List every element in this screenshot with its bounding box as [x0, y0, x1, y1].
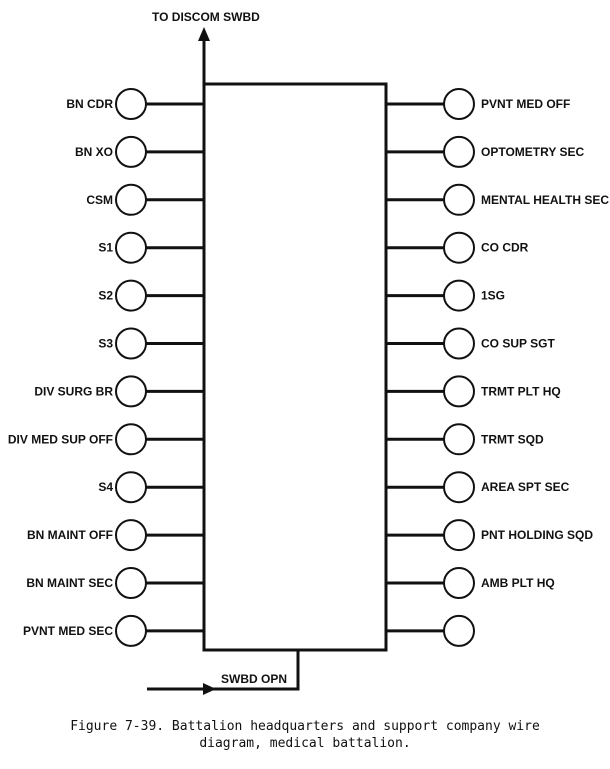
left-terminal: BN MAINT OFF	[27, 519, 204, 552]
terminal-label: 1SG	[481, 289, 505, 303]
terminal-label: BN MAINT SEC	[26, 576, 113, 590]
caption-line-1: Figure 7-39. Battalion headquarters and …	[70, 719, 540, 734]
terminal-label: S3	[98, 337, 113, 351]
terminal-label: AREA SPT SEC	[481, 480, 570, 494]
terminal-circle	[443, 519, 475, 552]
terminal-circle	[115, 279, 147, 312]
wire-diagram: TO DISCOM SWBD SWBD OPN BN CDR BN XO CSM S1…	[8, 10, 609, 695]
terminal-label: DIV SURG BR	[34, 384, 113, 398]
terminal-circle	[443, 327, 475, 360]
terminal-circle	[443, 231, 475, 264]
caption-line-2: diagram, medical battalion.	[199, 736, 411, 751]
terminal-circle	[443, 375, 475, 408]
right-terminal: PVNT MED OFF	[386, 88, 570, 120]
terminal-label: BN XO	[75, 145, 113, 159]
terminal-label: OPTOMETRY SEC	[481, 145, 584, 159]
terminal-label: TRMT PLT HQ	[481, 384, 561, 398]
right-terminal: AMB PLT HQ	[386, 567, 555, 599]
terminal-label: TRMT SQD	[481, 432, 544, 446]
terminal-circle	[443, 471, 475, 504]
left-terminal: S2	[98, 279, 204, 312]
left-terminal: BN MAINT SEC	[26, 567, 204, 599]
terminal-circle	[115, 614, 147, 647]
left-terminal: S4	[98, 471, 204, 504]
terminal-circle	[443, 567, 475, 599]
terminal-label: PVNT MED OFF	[481, 97, 570, 111]
terminal-label: S4	[98, 480, 113, 494]
terminal-label: BN MAINT OFF	[27, 528, 113, 542]
terminal-circle	[443, 135, 475, 168]
terminal-label: PVNT MED SEC	[23, 624, 113, 638]
right-terminal: TRMT SQD	[386, 423, 544, 456]
bottom-label: SWBD OPN	[221, 672, 287, 686]
terminal-circle	[115, 567, 147, 599]
terminal-circle	[115, 519, 147, 552]
terminal-label: BN CDR	[66, 97, 113, 111]
right-terminals: PVNT MED OFF OPTOMETRY SEC MENTAL HEALTH S…	[386, 88, 609, 647]
top-label: TO DISCOM SWBD	[152, 10, 260, 24]
right-terminal: CO CDR	[386, 231, 529, 264]
terminal-label: MENTAL HEALTH SEC	[481, 193, 609, 207]
terminal-circle	[115, 471, 147, 504]
right-terminal	[386, 614, 475, 647]
terminal-circle	[443, 614, 475, 647]
terminal-label: CO CDR	[481, 241, 529, 255]
terminal-circle	[443, 88, 475, 120]
right-terminal: MENTAL HEALTH SEC	[386, 183, 609, 216]
terminal-circle	[115, 375, 147, 408]
terminal-circle	[115, 135, 147, 168]
left-terminal: DIV SURG BR	[34, 375, 204, 408]
terminal-circle	[115, 183, 147, 216]
terminal-label: CSM	[86, 193, 113, 207]
left-terminal: S1	[98, 231, 204, 264]
terminal-label: DIV MED SUP OFF	[8, 432, 113, 446]
terminal-label: S1	[98, 241, 113, 255]
terminal-circle	[443, 279, 475, 312]
terminal-circle	[443, 183, 475, 216]
right-terminal: 1SG	[386, 279, 505, 312]
terminal-label: CO SUP SGT	[481, 337, 555, 351]
terminal-label: S2	[98, 289, 113, 303]
terminal-circle	[115, 423, 147, 456]
terminal-circle	[443, 423, 475, 456]
left-terminal: BN XO	[75, 135, 204, 168]
left-terminal: DIV MED SUP OFF	[8, 423, 204, 456]
right-terminal: AREA SPT SEC	[386, 471, 570, 504]
terminal-circle	[115, 231, 147, 264]
left-terminal: S3	[98, 327, 204, 360]
terminal-circle	[115, 88, 147, 120]
operator-arrowhead	[203, 683, 216, 695]
right-terminal: CO SUP SGT	[386, 327, 555, 360]
right-terminal: TRMT PLT HQ	[386, 375, 561, 408]
uplink-arrowhead	[198, 27, 210, 41]
terminal-label: PNT HOLDING SQD	[481, 528, 593, 542]
left-terminal: CSM	[86, 183, 204, 216]
switchboard-box	[202, 82, 388, 652]
left-terminal: PVNT MED SEC	[23, 614, 204, 647]
figure-caption: Figure 7-39. Battalion headquarters and …	[0, 718, 610, 752]
left-terminal: BN CDR	[66, 88, 204, 120]
right-terminal: OPTOMETRY SEC	[386, 135, 584, 168]
terminal-label: AMB PLT HQ	[481, 576, 555, 590]
terminal-circle	[115, 327, 147, 360]
right-terminal: PNT HOLDING SQD	[386, 519, 593, 552]
